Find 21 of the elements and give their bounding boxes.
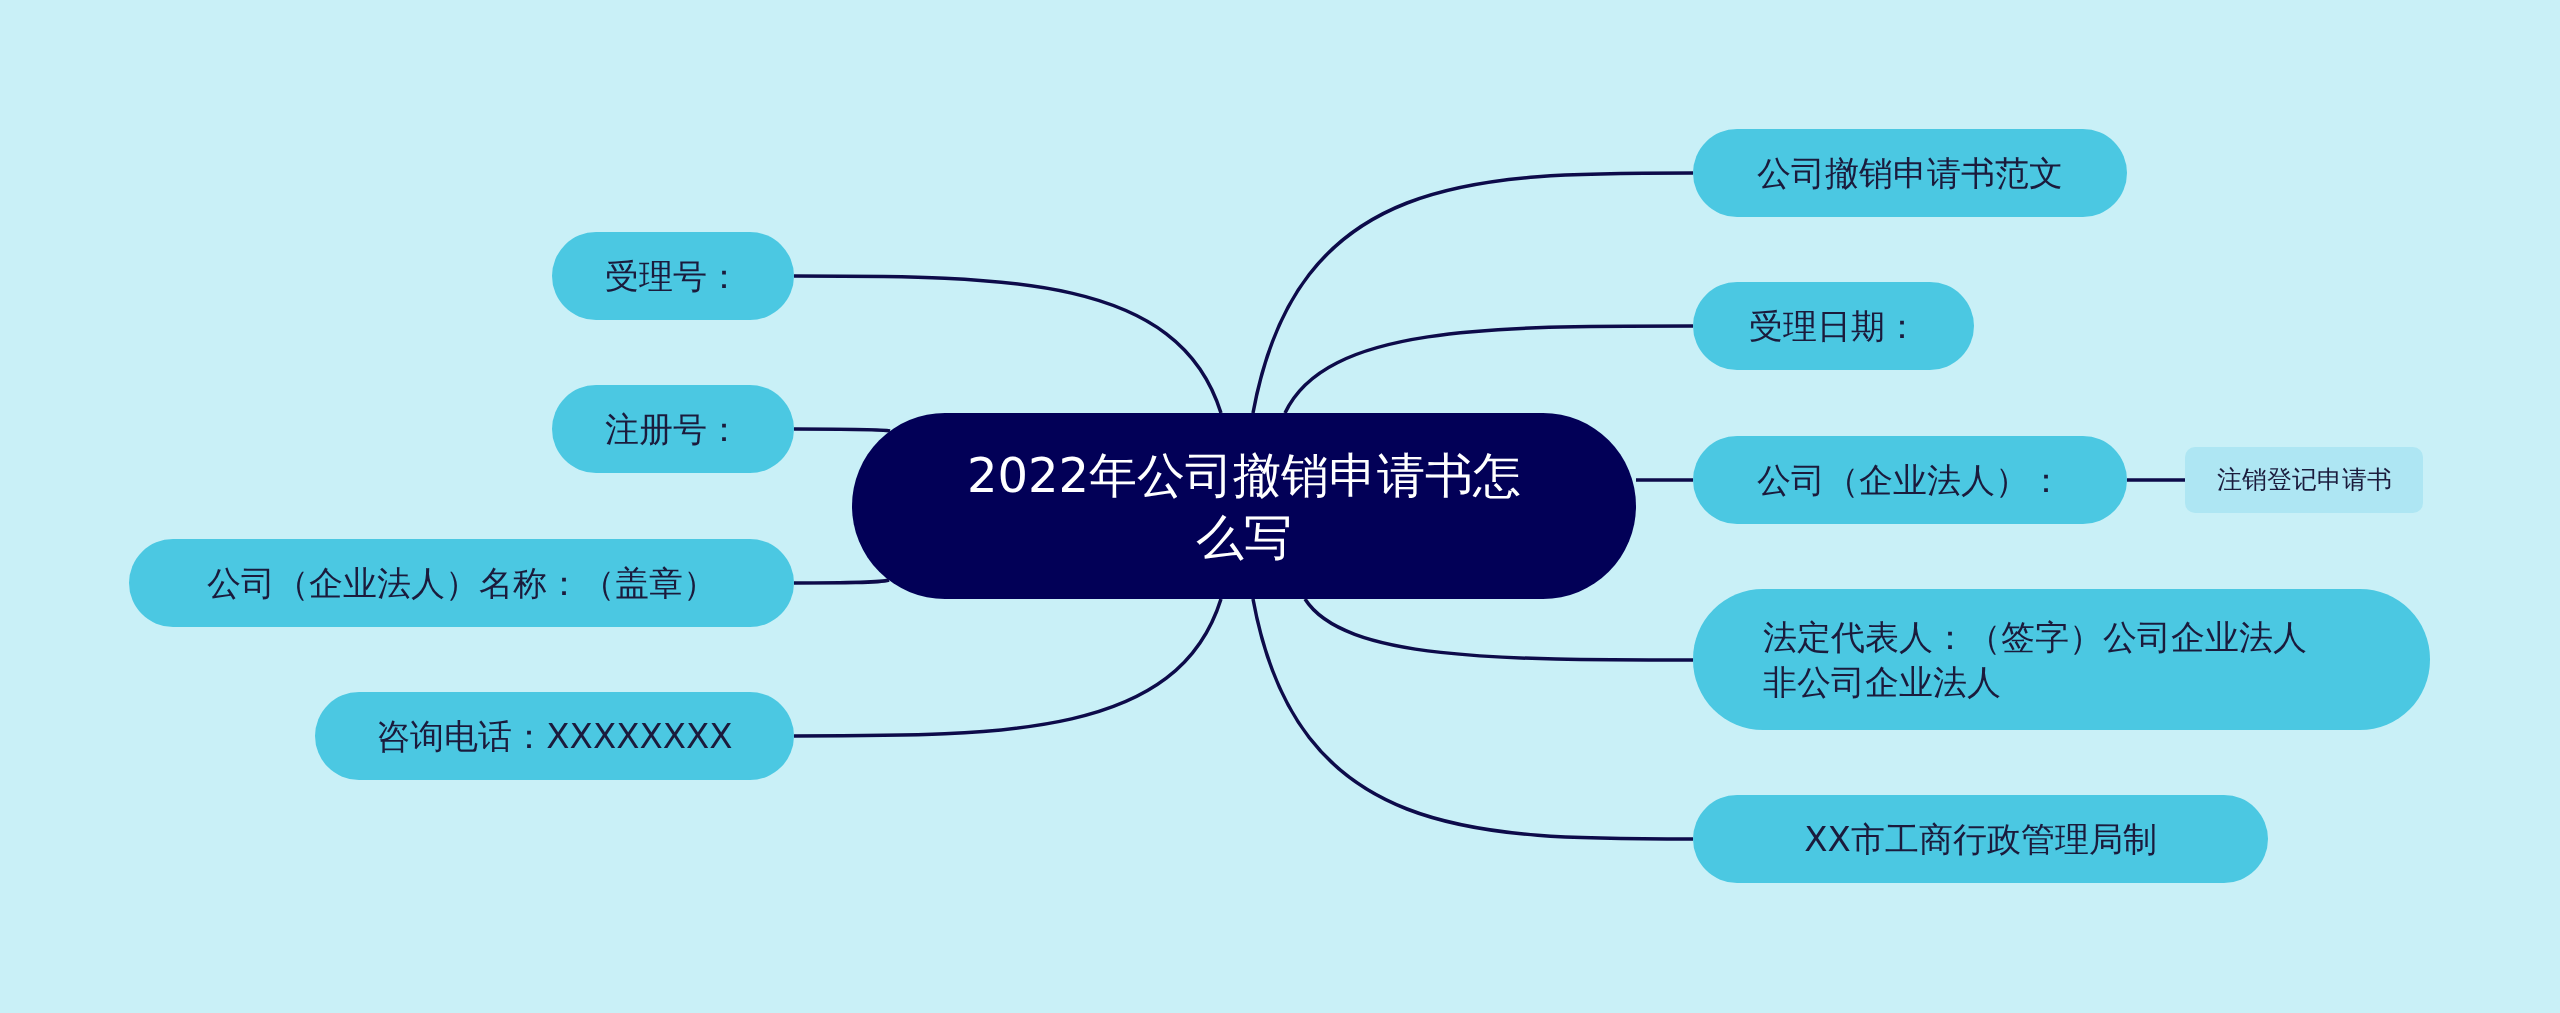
- connector-line: [794, 578, 890, 585]
- connector-line: [1303, 597, 1693, 662]
- connector-line: [1283, 324, 1693, 414]
- topic-box: 咨询电话：XXXXXXXX: [315, 692, 794, 780]
- topic-box: XX市工商行政管理局制: [1693, 795, 2268, 883]
- connector-line: [1251, 171, 1693, 414]
- central-topic: 2022年公司撤销申请书怎么写: [852, 413, 1636, 599]
- connector-line: [794, 274, 1223, 414]
- subtopic-box: 注销登记申请书: [2185, 447, 2423, 513]
- topic-box: 注册号：: [552, 385, 794, 473]
- topic-box: 公司撤销申请书范文: [1693, 129, 2127, 217]
- topic-box: 受理日期：: [1693, 282, 1974, 370]
- connector-line: [794, 598, 1223, 738]
- topic-box: 公司（企业法人）名称：（盖章）: [129, 539, 794, 627]
- connector-line: [1636, 478, 1693, 482]
- connector-line: [1251, 598, 1693, 841]
- topic-box: 受理号：: [552, 232, 794, 320]
- connector-line: [2127, 478, 2185, 482]
- connector-line: [794, 427, 891, 433]
- topic-box: 公司（企业法人）：: [1693, 436, 2127, 524]
- topic-box: 法定代表人：（签字）公司企业法人非公司企业法人: [1693, 589, 2430, 730]
